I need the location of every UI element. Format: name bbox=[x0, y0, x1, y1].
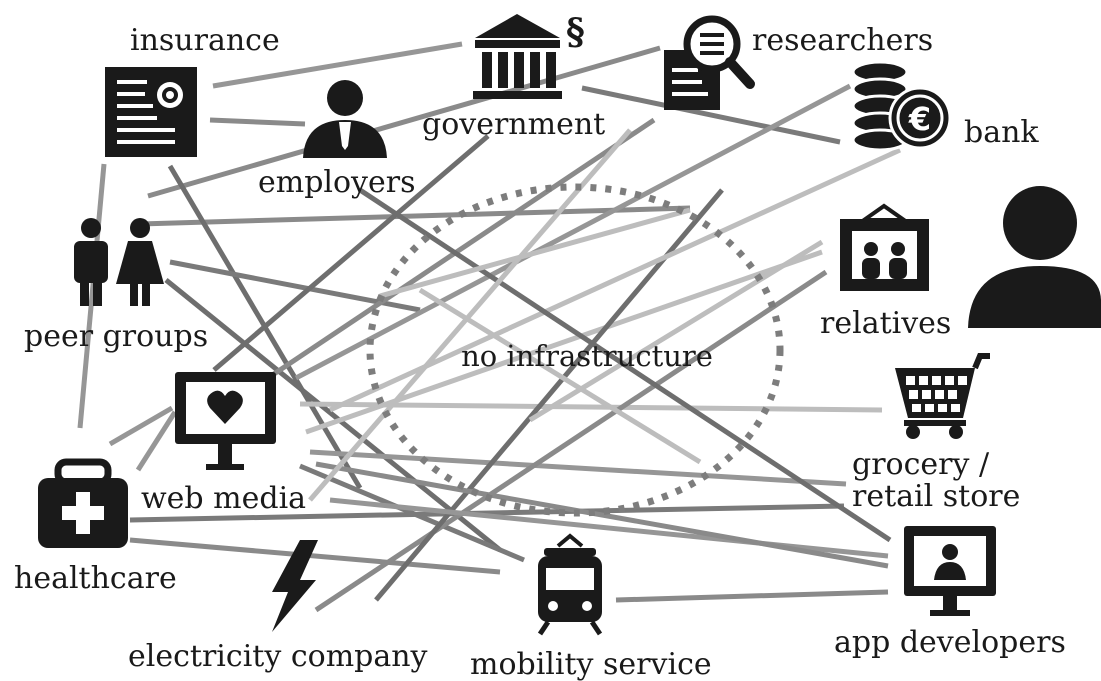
connection-line bbox=[212, 41, 463, 89]
coins-euro-icon: € bbox=[851, 60, 952, 152]
connection-line bbox=[135, 410, 178, 472]
employer-person-icon bbox=[303, 80, 387, 158]
bank-label: bank bbox=[964, 115, 1039, 150]
medical-kit-icon bbox=[38, 458, 128, 548]
user-silhouette-icon bbox=[968, 186, 1101, 328]
no-infrastructure-circle bbox=[366, 183, 784, 517]
monitor-heart-icon bbox=[175, 372, 276, 470]
researchers-label: researchers bbox=[752, 23, 933, 58]
government-label: government bbox=[422, 107, 605, 142]
center-label: no infrastructure bbox=[461, 339, 713, 373]
connection-line bbox=[299, 401, 883, 413]
mobility-service-label: mobility service bbox=[470, 647, 712, 681]
healthcare-label: healthcare bbox=[14, 561, 177, 596]
connection-line bbox=[418, 287, 702, 465]
electricity-company-label: electricity company bbox=[128, 639, 428, 674]
connection-line bbox=[379, 207, 691, 299]
family-portrait-icon bbox=[840, 203, 929, 291]
web-media-label: web media bbox=[141, 481, 306, 516]
connection-line bbox=[212, 134, 490, 372]
connection-line bbox=[294, 83, 852, 381]
connection-line bbox=[358, 187, 892, 543]
monitor-person-icon bbox=[904, 526, 996, 616]
paragraph-sign-icon: § bbox=[566, 11, 585, 53]
connection-lines bbox=[77, 41, 902, 613]
connection-line bbox=[329, 497, 889, 559]
train-icon bbox=[537, 533, 603, 636]
connection-line bbox=[129, 503, 845, 523]
connection-line bbox=[314, 269, 828, 613]
grocery-label-line1: grocery / bbox=[852, 447, 990, 482]
connection-line bbox=[615, 589, 889, 603]
shopping-cart-icon bbox=[895, 353, 990, 439]
connection-line bbox=[147, 45, 661, 199]
connection-line bbox=[209, 117, 306, 127]
connection-line bbox=[260, 117, 656, 385]
connection-line bbox=[108, 405, 174, 447]
magnifier-document-icon bbox=[664, 15, 755, 110]
connection-line bbox=[315, 461, 889, 569]
connection-line bbox=[581, 85, 841, 145]
insurance-label: insurance bbox=[130, 23, 280, 58]
connection-line bbox=[77, 163, 107, 429]
grocery-label-line2: retail store bbox=[852, 479, 1020, 514]
people-pair-icon bbox=[74, 218, 164, 306]
peer-groups-label: peer groups bbox=[24, 319, 208, 354]
connection-line bbox=[308, 128, 632, 502]
insurance-document-icon bbox=[105, 67, 197, 157]
connection-line bbox=[309, 449, 847, 487]
government-building-icon bbox=[473, 14, 562, 99]
connection-line bbox=[139, 205, 691, 227]
relatives-label: relatives bbox=[820, 306, 951, 341]
connection-line bbox=[164, 278, 502, 552]
svg-text:€: € bbox=[908, 100, 931, 138]
lightning-bolt-icon bbox=[272, 540, 318, 632]
connection-line bbox=[129, 537, 501, 575]
employers-label: employers bbox=[258, 165, 416, 200]
app-developers-label: app developers bbox=[834, 625, 1066, 660]
